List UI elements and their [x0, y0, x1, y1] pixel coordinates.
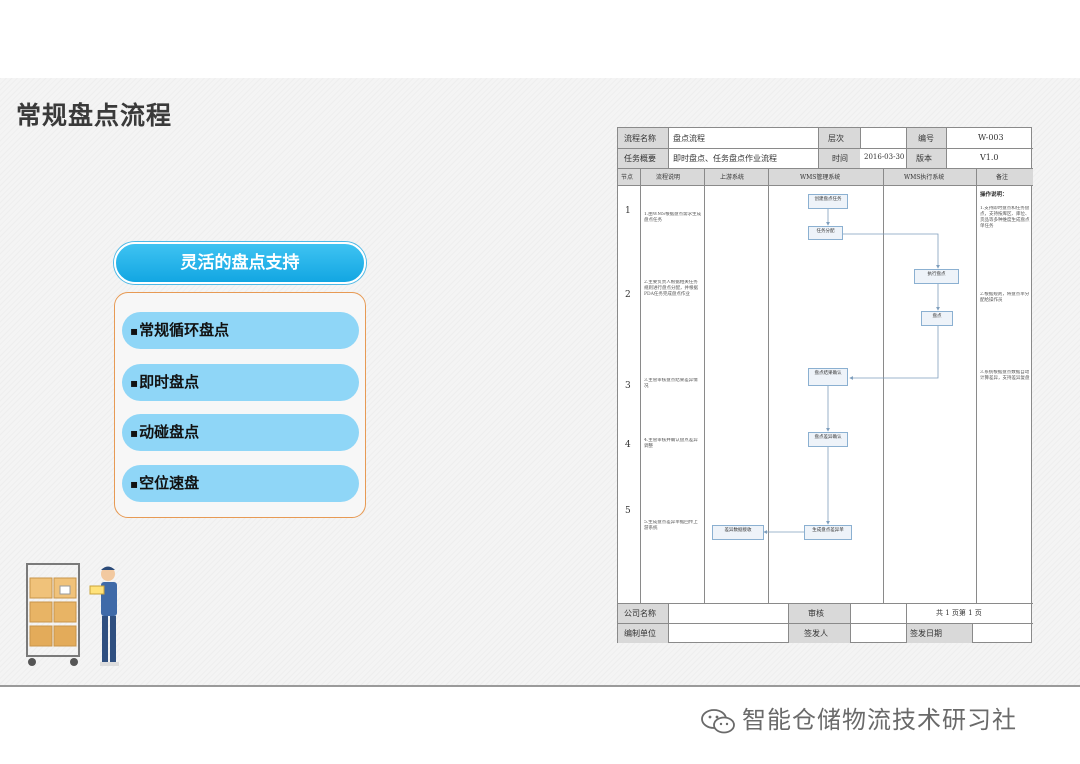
rule	[883, 168, 884, 603]
rule	[618, 185, 1033, 186]
rule	[906, 128, 907, 168]
version-label: 版本	[916, 154, 932, 163]
rule	[618, 603, 1033, 604]
overview-value: 即时盘点、任务盘点作业流程	[673, 154, 777, 163]
approver-label: 签发人	[804, 629, 828, 638]
warehouse-worker-illustration	[26, 563, 119, 666]
feature-item-label: 空位速盘	[139, 474, 200, 492]
remarks-title: 操作说明：	[980, 192, 1008, 198]
feature-item-instant-count: ▪即时盘点	[122, 364, 359, 401]
footer-shade	[906, 623, 972, 643]
flow-name-value: 盘点流程	[673, 134, 705, 143]
rule	[906, 603, 907, 643]
flow-node: 盘点结果确认	[808, 368, 848, 386]
column-header: WMS管理系统	[800, 174, 841, 181]
feature-header: 灵活的盘点支持	[114, 242, 366, 284]
step-number: 4	[625, 440, 631, 450]
step-description: 3.主管审核盘点结果差异情况	[644, 378, 698, 389]
time-value: 2016-03-30	[864, 153, 905, 161]
bullet-icon: ▪	[130, 477, 139, 491]
review-label: 审核	[808, 609, 824, 618]
column-header: 节点	[621, 174, 634, 181]
version-value: V1.0	[980, 153, 999, 162]
step-number: 2	[625, 290, 631, 300]
number-label: 编号	[918, 134, 934, 143]
issue-date-label: 签发日期	[910, 629, 942, 638]
rule	[860, 128, 861, 148]
flow-node: 生成盘点差异单	[804, 525, 852, 540]
remark: 2.根据规则，将盘点单分配给操作员	[980, 292, 1030, 303]
flow-node: 创建盘点任务	[808, 194, 848, 209]
page-count: 共 1 页第 1 页	[936, 609, 982, 617]
column-header: WMS执行系统	[904, 174, 945, 181]
watermark-text: 智能仓储物流技术研习社	[742, 706, 1017, 734]
column-header: 流程说明	[656, 174, 681, 181]
column-header: 备注	[996, 174, 1009, 181]
flow-connectors	[763, 209, 940, 534]
feature-item-movement-count: ▪动碰盘点	[122, 414, 359, 451]
rule	[618, 148, 1033, 149]
rule	[618, 168, 1033, 169]
number-value: W-003	[978, 133, 1004, 142]
remark: 3.系统根据盘点数据自动计算差异，支持差异复盘	[980, 370, 1030, 381]
wechat-icon	[701, 709, 735, 734]
rule	[704, 168, 705, 603]
step-number: 3	[625, 381, 631, 391]
process-document: 流程名称 盘点流程 层次 编号 W-003 任务概要 即时盘点、任务盘点作业流程…	[617, 127, 1033, 643]
flow-node: 任务分配	[808, 226, 843, 240]
rule	[768, 168, 769, 603]
rule	[640, 168, 641, 603]
company-label: 公司名称	[624, 609, 656, 618]
rule	[972, 623, 973, 643]
rule	[668, 603, 669, 643]
step-number: 1	[625, 206, 631, 216]
dept-label: 编制单位	[624, 629, 656, 638]
rule	[618, 623, 1033, 624]
feature-item-label: 常规循环盘点	[139, 321, 230, 339]
page-title: 常规盘点流程	[16, 101, 173, 130]
step-description: 4.主管审核并确认盘点差异调整	[644, 438, 698, 449]
flow-name-label: 流程名称	[624, 134, 656, 143]
bullet-icon: ▪	[130, 324, 139, 338]
remark: 1.支持即时盘点和任务盘点，支持按库区、库位、货品等多种维度生成盘点单任务	[980, 206, 1030, 229]
time-label: 时间	[832, 154, 848, 163]
watermark: 智能仓储物流技术研习社	[700, 700, 1017, 735]
flow-node: 执行盘点	[914, 269, 959, 284]
feature-item-label: 动碰盘点	[139, 423, 200, 441]
step-description: 1.由WMS根据盘点需求生成盘点任务	[644, 212, 702, 223]
flow-node: 盘点	[921, 311, 953, 326]
bullet-icon: ▪	[130, 426, 139, 440]
overview-label: 任务概要	[624, 154, 656, 163]
step-number: 5	[625, 506, 631, 516]
rule	[818, 128, 819, 168]
feature-item-empty-slot-count: ▪空位速盘	[122, 465, 359, 502]
rule	[850, 603, 851, 643]
rule	[788, 603, 789, 643]
rule	[946, 128, 947, 168]
feature-item-cycle-count: ▪常规循环盘点	[122, 312, 359, 349]
flow-node: 盘点差异确认	[808, 432, 848, 447]
column-header: 上游系统	[720, 174, 745, 181]
flow-node: 差异数据接收	[712, 525, 764, 540]
bullet-icon: ▪	[130, 376, 139, 390]
step-description: 2.主要负责人根据相关任务规则进行盘点分配，并根据PDA任务完成盘点作业	[644, 280, 698, 297]
column-header-shade	[618, 168, 1033, 185]
rule	[976, 168, 977, 603]
feature-item-label: 即时盘点	[139, 373, 200, 391]
level-label: 层次	[828, 134, 844, 143]
rule	[668, 128, 669, 168]
slide-divider	[0, 685, 1080, 687]
step-description: 5.生成盘点差异单据回传上游系统	[644, 520, 698, 531]
